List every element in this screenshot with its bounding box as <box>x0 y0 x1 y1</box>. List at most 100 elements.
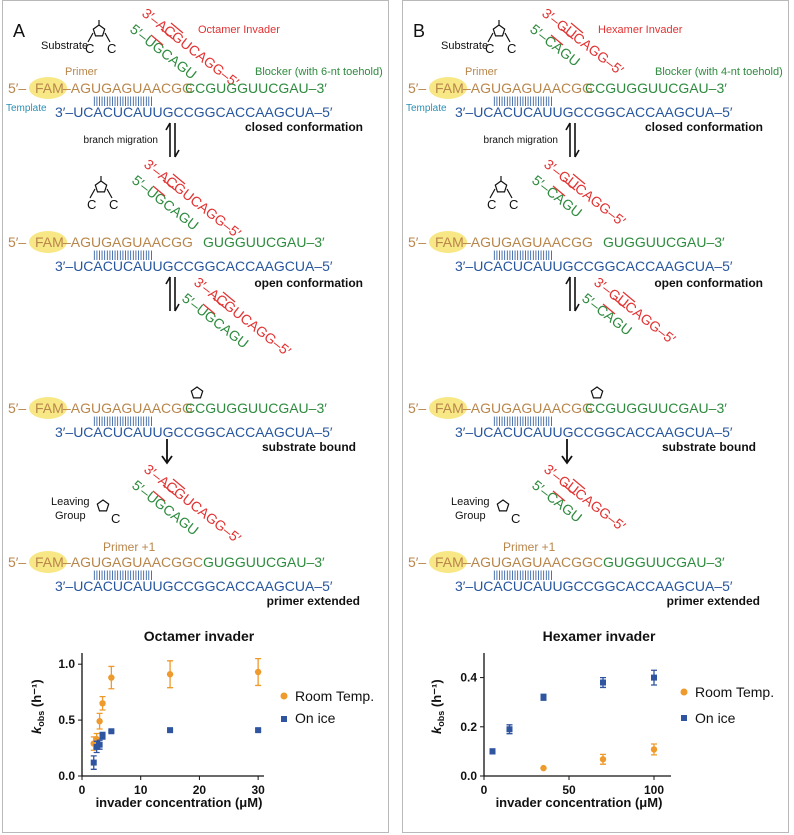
leaving-label-2: Group <box>455 510 486 522</box>
panel-letter: B <box>413 21 425 41</box>
x-tick-label: 50 <box>562 783 576 797</box>
state-label-open: open conformation <box>654 276 763 290</box>
primer-sequence: –AGUGAGUAACGG <box>63 234 193 250</box>
cytosine-letter: C <box>87 197 96 212</box>
substrate-bonds <box>87 20 111 43</box>
base-pair-bonds: ||||||||||||||||||||||| <box>493 250 553 261</box>
legend-room-temp: Room Temp. <box>295 688 374 704</box>
invader-pairing-ticks <box>202 291 236 315</box>
fam-label: FAM <box>35 234 64 250</box>
bound-substrate-icon <box>590 386 604 399</box>
data-point-on-ice <box>90 759 97 766</box>
invader-pairing-ticks <box>602 291 636 315</box>
primer-sequence: –AGUGAGUAACGG <box>463 80 593 96</box>
blocker-sequence: GUGGUUCGAU–3′ <box>203 554 325 570</box>
data-point-room-temp <box>254 668 262 676</box>
cytosine-letter: C <box>509 197 518 212</box>
primer-sequence: –AGUGAGUAACGGC <box>463 554 603 570</box>
cytosine-letter: C <box>487 197 496 212</box>
y-axis-label: kobs (h⁻¹) <box>29 679 46 734</box>
y-axis-label: kobs (h⁻¹) <box>429 679 446 734</box>
x-tick-label: 0 <box>79 783 86 797</box>
equilibrium-arrow-icon <box>565 122 580 158</box>
state-label-bound: substrate bound <box>262 440 356 454</box>
template-sequence: 3′–UCACUCAUUGCCGGCACCAAGCUA–5′ <box>455 578 733 594</box>
blocker-sequence: GUGGUUCGAU–3′ <box>603 554 725 570</box>
data-point-room-temp <box>166 671 174 678</box>
data-point-on-ice <box>600 679 606 686</box>
state-label-closed: closed conformation <box>245 120 363 134</box>
blocker-label: Blocker (with 4-nt toehold) <box>655 66 783 78</box>
template-sequence: 3′–UCACUCAUUGCCGGCACCAAGCUA–5′ <box>455 424 733 440</box>
fam-highlight <box>429 397 467 419</box>
plot-title: Octamer invader <box>144 628 255 644</box>
x-tick-label: 30 <box>251 783 265 797</box>
blocker-sequence: GUGGUUCGAU–3′ <box>603 234 725 250</box>
legend-on-ice: On ice <box>295 710 336 726</box>
primer-5prime: 5′– <box>8 80 26 96</box>
x-axis-label: invader concentration (μM) <box>496 795 663 810</box>
primer-label: Primer <box>65 66 98 78</box>
primer-5prime: 5′– <box>408 554 426 570</box>
primer-sequence: –AGUGAGUAACGG <box>63 80 193 96</box>
plot-axes <box>81 653 264 777</box>
template-label: Template <box>6 103 47 114</box>
leaving-label-2: Group <box>55 510 86 522</box>
data-point-room-temp <box>99 700 106 707</box>
blocker-label: Blocker (with 6-nt toehold) <box>255 66 383 78</box>
cytosine-letter: C <box>485 41 494 56</box>
leaving-group-icon <box>96 499 110 512</box>
invader-pairing-ticks <box>552 478 586 502</box>
primer-plus1-label: Primer +1 <box>503 540 556 554</box>
cytosine-letter: C <box>507 41 516 56</box>
data-point-on-ice <box>255 727 262 734</box>
equilibrium-arrow-icon <box>165 122 180 158</box>
fam-highlight <box>29 77 67 99</box>
invader-pairing-ticks <box>152 173 186 197</box>
x-tick-label: 0 <box>481 783 488 797</box>
equilibrium-arrow-icon <box>165 276 180 312</box>
sugar-icon <box>92 24 106 37</box>
cytosine-letter: C <box>109 197 118 212</box>
primer-5prime: 5′– <box>8 234 26 250</box>
blocker-sequence: CCGUGGUUCGAU–3′ <box>585 400 727 416</box>
fam-highlight <box>29 397 67 419</box>
sugar-ring <box>590 386 604 399</box>
x-tick-label: 10 <box>134 783 148 797</box>
sugar-ring <box>94 180 108 193</box>
fam-label: FAM <box>435 400 464 416</box>
state-label-open: open conformation <box>254 276 363 290</box>
sugar-ring <box>96 499 110 512</box>
y-tick-label: 0.0 <box>460 769 477 783</box>
template-sequence: 3′–UCACUCAUUGCCGGCACCAAGCUA–5′ <box>455 104 733 120</box>
fam-label: FAM <box>435 554 464 570</box>
state-label-extended: primer extended <box>667 594 760 608</box>
sugar-icon <box>94 180 108 193</box>
invader-label: Octamer Invader <box>198 24 280 36</box>
data-point-room-temp <box>540 764 547 772</box>
cytosine-letter: C <box>85 41 94 56</box>
sugar-ring <box>494 180 508 193</box>
invader-label: Hexamer Invader <box>598 24 683 36</box>
invader-pairing-ticks <box>552 173 586 197</box>
fam-highlight <box>429 77 467 99</box>
data-point-room-temp <box>650 746 658 753</box>
y-tick-label: 0.0 <box>58 769 75 783</box>
equilibrium-arrow-icon <box>565 276 580 312</box>
substrate-label: Substrate <box>41 40 88 52</box>
primer-sequence: –AGUGAGUAACGG <box>463 400 593 416</box>
data-point-on-ice <box>96 741 103 748</box>
sugar-icon <box>494 180 508 193</box>
data-point-room-temp <box>108 674 115 681</box>
data-point-on-ice <box>108 728 115 735</box>
branch-migration-label: branch migration <box>84 135 158 146</box>
fam-label: FAM <box>35 80 64 96</box>
data-point-room-temp <box>599 756 607 763</box>
x-axis-label: invader concentration (μM) <box>96 795 263 810</box>
data-point-on-ice <box>99 732 106 739</box>
